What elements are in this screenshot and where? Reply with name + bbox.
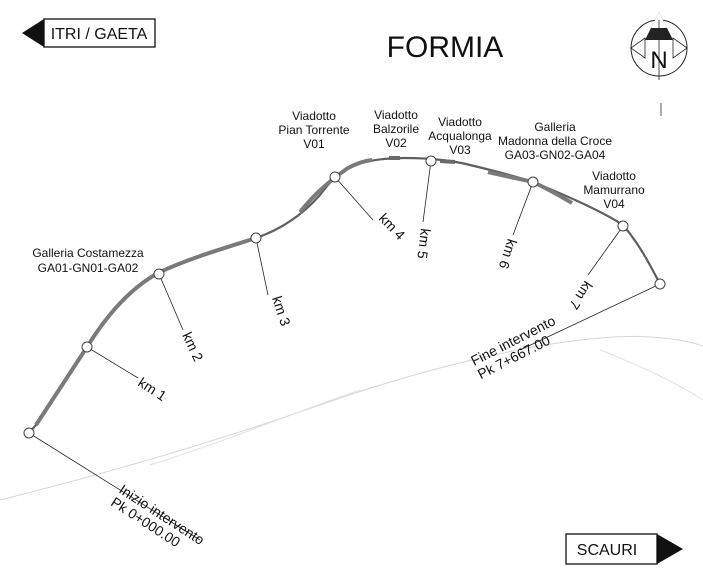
structure-label-v02: Viadotto Balzorile V02 <box>373 108 419 150</box>
coastline <box>0 335 703 501</box>
structure-v03-line3: V03 <box>449 143 471 157</box>
structure-label-costamezza: Galleria Costamezza GA01-GN01-GA02 <box>32 246 144 275</box>
km5-point <box>425 155 437 167</box>
end-leader-line <box>519 283 661 351</box>
north-arrow-letter: N <box>650 47 667 74</box>
km5-tick <box>422 160 432 223</box>
km2-label: km 2 <box>179 330 206 364</box>
structure-v01-line3: V01 <box>303 137 325 151</box>
direction-sign-west-label: ITRI / GAETA <box>51 26 148 43</box>
structure-v04-line1: Viadotto <box>592 169 636 183</box>
structure-v02-line3: V02 <box>385 136 407 150</box>
km3-tick <box>255 237 269 296</box>
coastline-inner <box>149 389 361 466</box>
structure-madonna-line3: GA03-GN02-GA04 <box>505 148 606 162</box>
km7-tick <box>587 225 624 276</box>
km3-label: km 3 <box>269 294 294 328</box>
structure-label-v03: Viadotto Acqualonga V03 <box>428 115 492 157</box>
end-point <box>654 278 666 290</box>
structure-v04-line2: Mamurrano <box>583 183 645 197</box>
start-label: Inizio intervento Pk 0+000.00 <box>108 481 207 550</box>
km7-label: km 7 <box>566 278 596 312</box>
km2-point <box>153 268 165 280</box>
map-title: FORMIA <box>387 31 504 64</box>
tunnel-segment-madonna <box>487 170 574 205</box>
structure-madonna-line1: Galleria <box>534 120 576 134</box>
structure-v03-line2: Acqualonga <box>428 129 492 143</box>
arrow-right-icon <box>657 534 683 564</box>
structure-costamezza-line2: GA01-GN01-GA02 <box>38 261 139 275</box>
km1-point <box>81 341 93 353</box>
structure-v01-line1: Viadotto <box>292 109 336 123</box>
structure-label-v01: Viadotto Pian Torrente V01 <box>278 109 349 151</box>
start-leader-line <box>28 432 201 541</box>
km1-tick <box>86 346 139 379</box>
direction-sign-west-box <box>43 18 156 48</box>
arrow-left-icon <box>22 19 44 47</box>
km4-tick <box>334 176 374 221</box>
structure-label-madonna: Galleria Madonna della Croce GA03-GN02-G… <box>498 120 612 162</box>
km4-point <box>329 171 341 183</box>
structure-v02-line2: Balzorile <box>373 122 419 136</box>
structure-madonna-line2: Madonna della Croce <box>498 134 612 148</box>
structure-v01-line2: Pian Torrente <box>278 123 349 137</box>
start-point <box>23 427 35 439</box>
km6-point <box>527 176 539 188</box>
km2-tick <box>158 273 184 331</box>
viaduct-segment-v03 <box>439 159 456 164</box>
km6-tick <box>512 181 534 236</box>
structure-costamezza-line1: Galleria Costamezza <box>32 246 144 260</box>
structure-v04-line3: V04 <box>603 197 625 211</box>
direction-sign-west: ITRI / GAETA <box>22 18 156 48</box>
structure-label-v04: Viadotto Mamurrano V04 <box>583 169 645 211</box>
viaduct-segment-v01 <box>298 158 373 214</box>
km3-point <box>250 232 262 244</box>
km1-label: km 1 <box>135 374 169 404</box>
direction-sign-east-label: SCAURI <box>577 542 637 559</box>
end-label: Fine intervento Pk 7+667.00 <box>468 312 558 382</box>
km7-point <box>617 220 629 232</box>
km4-label: km 4 <box>376 210 409 243</box>
structure-v03-line1: Viadotto <box>438 115 482 129</box>
direction-sign-east: SCAURI <box>565 533 683 565</box>
direction-sign-east-box <box>565 533 658 565</box>
coastline-east <box>599 349 703 401</box>
km5-label: km 5 <box>414 228 434 260</box>
km-points <box>23 155 666 439</box>
structure-v02-line1: Viadotto <box>374 108 418 122</box>
north-arrow-icon: N <box>630 12 688 80</box>
km6-label: km 6 <box>496 237 521 271</box>
